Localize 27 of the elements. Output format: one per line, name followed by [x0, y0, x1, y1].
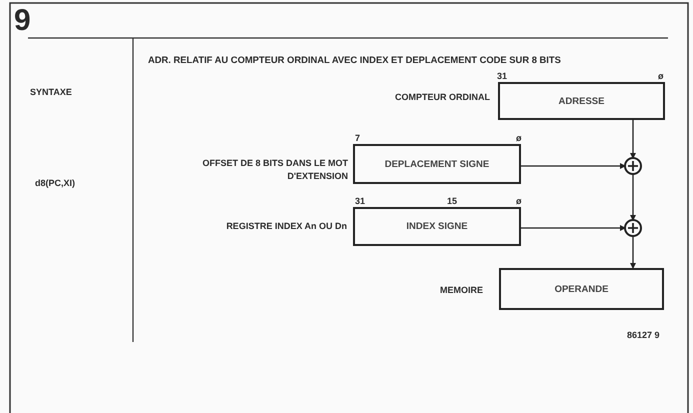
arrow: [630, 174, 636, 221]
register-box: ADRESSE: [498, 82, 665, 120]
syntax-text: d8(PC,XI): [35, 178, 76, 189]
adder-circle: [624, 219, 642, 237]
register-box: DEPLACEMENT SIGNE: [353, 144, 521, 184]
adder-circle: [624, 157, 642, 175]
register-box: OPERANDE: [499, 268, 664, 310]
arrow: [521, 225, 626, 231]
figure-number: 9: [14, 6, 31, 36]
arrow: [521, 163, 626, 169]
bit-number: 31: [355, 196, 366, 207]
bit-number: 7: [355, 133, 360, 144]
register-label: COMPTEUR ORDINAL: [395, 92, 490, 103]
register-label: MEMOIRE: [440, 285, 484, 296]
bit-number: ø: [658, 71, 664, 82]
register-box: INDEX SIGNE: [353, 207, 521, 246]
register-label: REGISTRE INDEX An OU Dn: [226, 221, 347, 232]
bit-number: 15: [447, 196, 458, 207]
arrow: [630, 120, 636, 159]
bit-number: ø: [516, 196, 522, 207]
field-description: OFFSET DE 8 BITS DANS LE MOT D'EXTENSION: [201, 157, 348, 184]
section-heading: SYNTAXE: [30, 87, 72, 98]
bit-number: ø: [516, 133, 522, 144]
arrow: [630, 236, 636, 269]
figure-code: 86127 9: [627, 330, 660, 341]
bit-number: 31: [497, 71, 508, 82]
diagram-title: ADR. RELATIF AU COMPTEUR ORDINAL AVEC INDEX ET DEPLACEMENT CODE SUR 8 BITS: [148, 54, 561, 66]
